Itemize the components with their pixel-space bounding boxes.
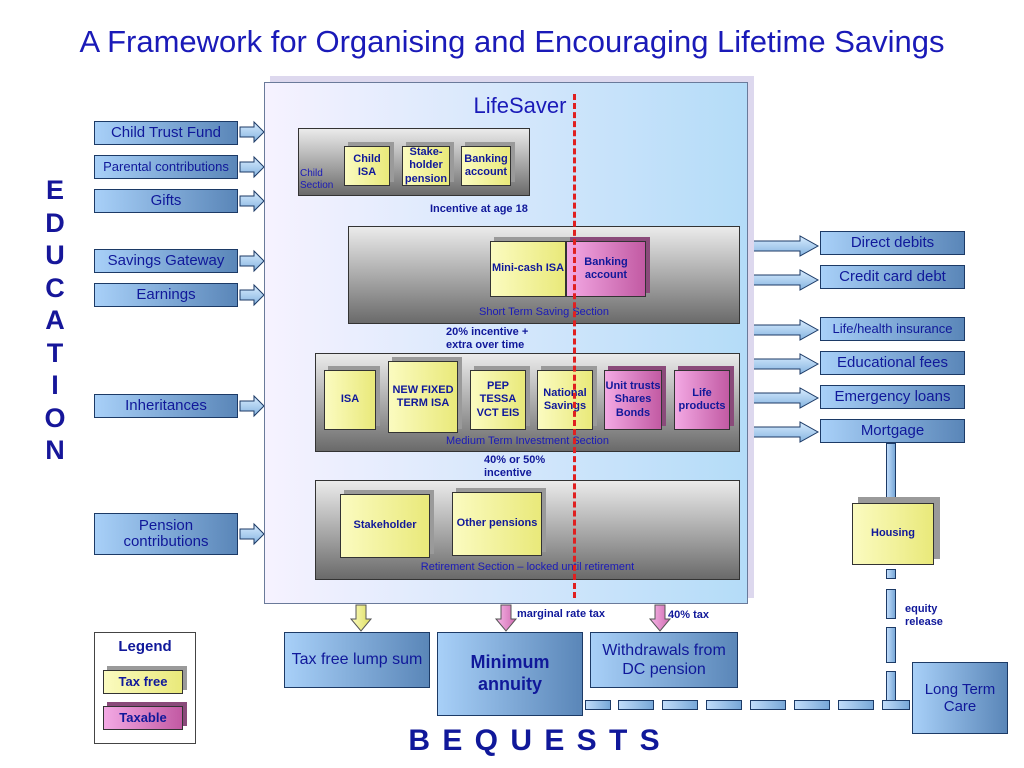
education-letter: N	[45, 435, 65, 465]
legend-tax-free: Tax free	[103, 670, 183, 694]
education-letter: A	[45, 305, 65, 335]
housing-chain-seg-4	[886, 671, 896, 701]
minimum-annuity-box: Minimum annuity	[437, 632, 583, 716]
legend-taxable: Taxable	[103, 706, 183, 730]
medium-term-label: Medium Term Investment Section	[445, 435, 610, 447]
output-direct-debits: Direct debits	[820, 231, 965, 255]
housing-box: Housing	[852, 503, 934, 565]
marginal-rate-tax-label: marginal rate tax	[517, 608, 606, 620]
input-gifts: Gifts	[94, 189, 238, 213]
annuity-chain-seg	[750, 700, 786, 710]
education-letter: U	[45, 240, 65, 270]
legend-title: Legend	[118, 638, 172, 655]
education-letter: I	[51, 370, 59, 400]
marginal-tax-arrow	[494, 604, 518, 632]
mini-cash-isa-box: Mini-cash ISA	[490, 241, 566, 297]
child-banking-account-box: Banking account	[461, 146, 511, 186]
stakeholder-box: Stakeholder	[340, 494, 430, 558]
arrow-emergency-loans	[743, 387, 820, 409]
tax-arrows	[494, 604, 672, 632]
arrow-earnings	[239, 283, 265, 307]
output-arrows	[743, 235, 820, 443]
output-educational-fees: Educational fees	[820, 351, 965, 375]
tax-free-lump-sum-box: Tax free lump sum	[284, 632, 430, 688]
long-term-care-box: Long Term Care	[912, 662, 1008, 734]
equity-release-label: equity release	[905, 603, 943, 629]
output-credit-card-debt: Credit card debt	[820, 265, 965, 289]
housing-chain-seg-2	[886, 589, 896, 619]
education-letter: T	[46, 337, 64, 368]
input-child-trust-fund: Child Trust Fund	[94, 121, 238, 145]
annuity-chain-seg	[618, 700, 654, 710]
bequests-label: B E Q U E S T S	[408, 724, 662, 757]
input-inheritances: Inheritances	[94, 394, 238, 418]
education-letter: O	[44, 402, 66, 433]
arrow-child-trust-fund	[239, 120, 265, 144]
incentive-40-50-percent: 40% or 50% incentive	[484, 454, 546, 480]
forty-tax-arrow	[648, 604, 672, 632]
arrow-parental-contributions	[239, 155, 265, 179]
annuity-chain-seg	[882, 700, 910, 710]
medium-term-section	[315, 353, 740, 452]
arrow-gifts	[239, 189, 265, 213]
new-fixed-term-isa-box: NEW FIXED TERM ISA	[388, 361, 458, 433]
output-life-health-insurance: Life/health insurance	[820, 317, 965, 341]
lifesaver-title: LifeSaver	[473, 93, 567, 118]
mortgage-housing-link	[886, 443, 896, 499]
arrow-life-health	[743, 319, 820, 341]
arrow-mortgage	[743, 421, 820, 443]
arrow-pension-contributions	[239, 522, 265, 546]
life-products-box: Life products	[674, 370, 730, 430]
other-pensions-box: Other pensions	[452, 492, 542, 556]
input-pension-contributions: Pension contributions	[94, 513, 238, 555]
withdrawals-dc-pension-box: Withdrawals from DC pension	[590, 632, 738, 688]
input-arrows	[239, 120, 265, 546]
short-term-label: Short Term Saving Section	[478, 306, 610, 318]
arrow-inheritances	[239, 394, 265, 418]
incentive-age-18: Incentive at age 18	[430, 203, 528, 215]
incentive-20-percent: 20% incentive + extra over time	[446, 326, 529, 352]
tax-divider-line	[573, 94, 576, 598]
housing-chain-seg-3	[886, 627, 896, 663]
retirement-label: Retirement Section – locked until retire…	[420, 561, 635, 573]
arrow-savings-gateway	[239, 249, 265, 273]
arrow-direct-debits	[743, 235, 820, 257]
annuity-chain-seg	[838, 700, 874, 710]
education-letter: D	[45, 207, 65, 238]
national-savings-box: National Savings	[537, 370, 593, 430]
input-earnings: Earnings	[94, 283, 238, 307]
annuity-chain-seg	[585, 700, 611, 710]
arrow-credit-card-debt	[743, 269, 820, 291]
output-mortgage: Mortgage	[820, 419, 965, 443]
unit-trusts-box: Unit trusts Shares Bonds	[604, 370, 662, 430]
tax-free-down-arrow	[349, 604, 373, 632]
input-parental-contributions: Parental contributions	[94, 155, 238, 179]
page-title: A Framework for Organising and Encouragi…	[79, 24, 945, 59]
short-term-banking-box: Banking account	[566, 241, 646, 297]
child-isa-box: Child ISA	[344, 146, 390, 186]
annuity-chain-seg	[794, 700, 830, 710]
education-letter: E	[45, 175, 64, 205]
stakeholder-pension-box: Stake-holder pension	[402, 146, 450, 186]
education-vertical-label: E D U C A T I O N	[38, 174, 72, 467]
annuity-chain-seg	[706, 700, 742, 710]
forty-tax-label: 40% tax	[668, 609, 709, 621]
education-letter: C	[45, 272, 65, 303]
input-savings-gateway: Savings Gateway	[94, 249, 238, 273]
housing-chain-seg-1	[886, 569, 896, 579]
arrow-educational-fees	[743, 353, 820, 375]
pep-tessa-box: PEP TESSA VCT EIS	[470, 370, 526, 430]
output-emergency-loans: Emergency loans	[820, 385, 965, 409]
isa-box: ISA	[324, 370, 376, 430]
annuity-chain-seg	[662, 700, 698, 710]
child-section-label: Child Section	[300, 168, 334, 191]
